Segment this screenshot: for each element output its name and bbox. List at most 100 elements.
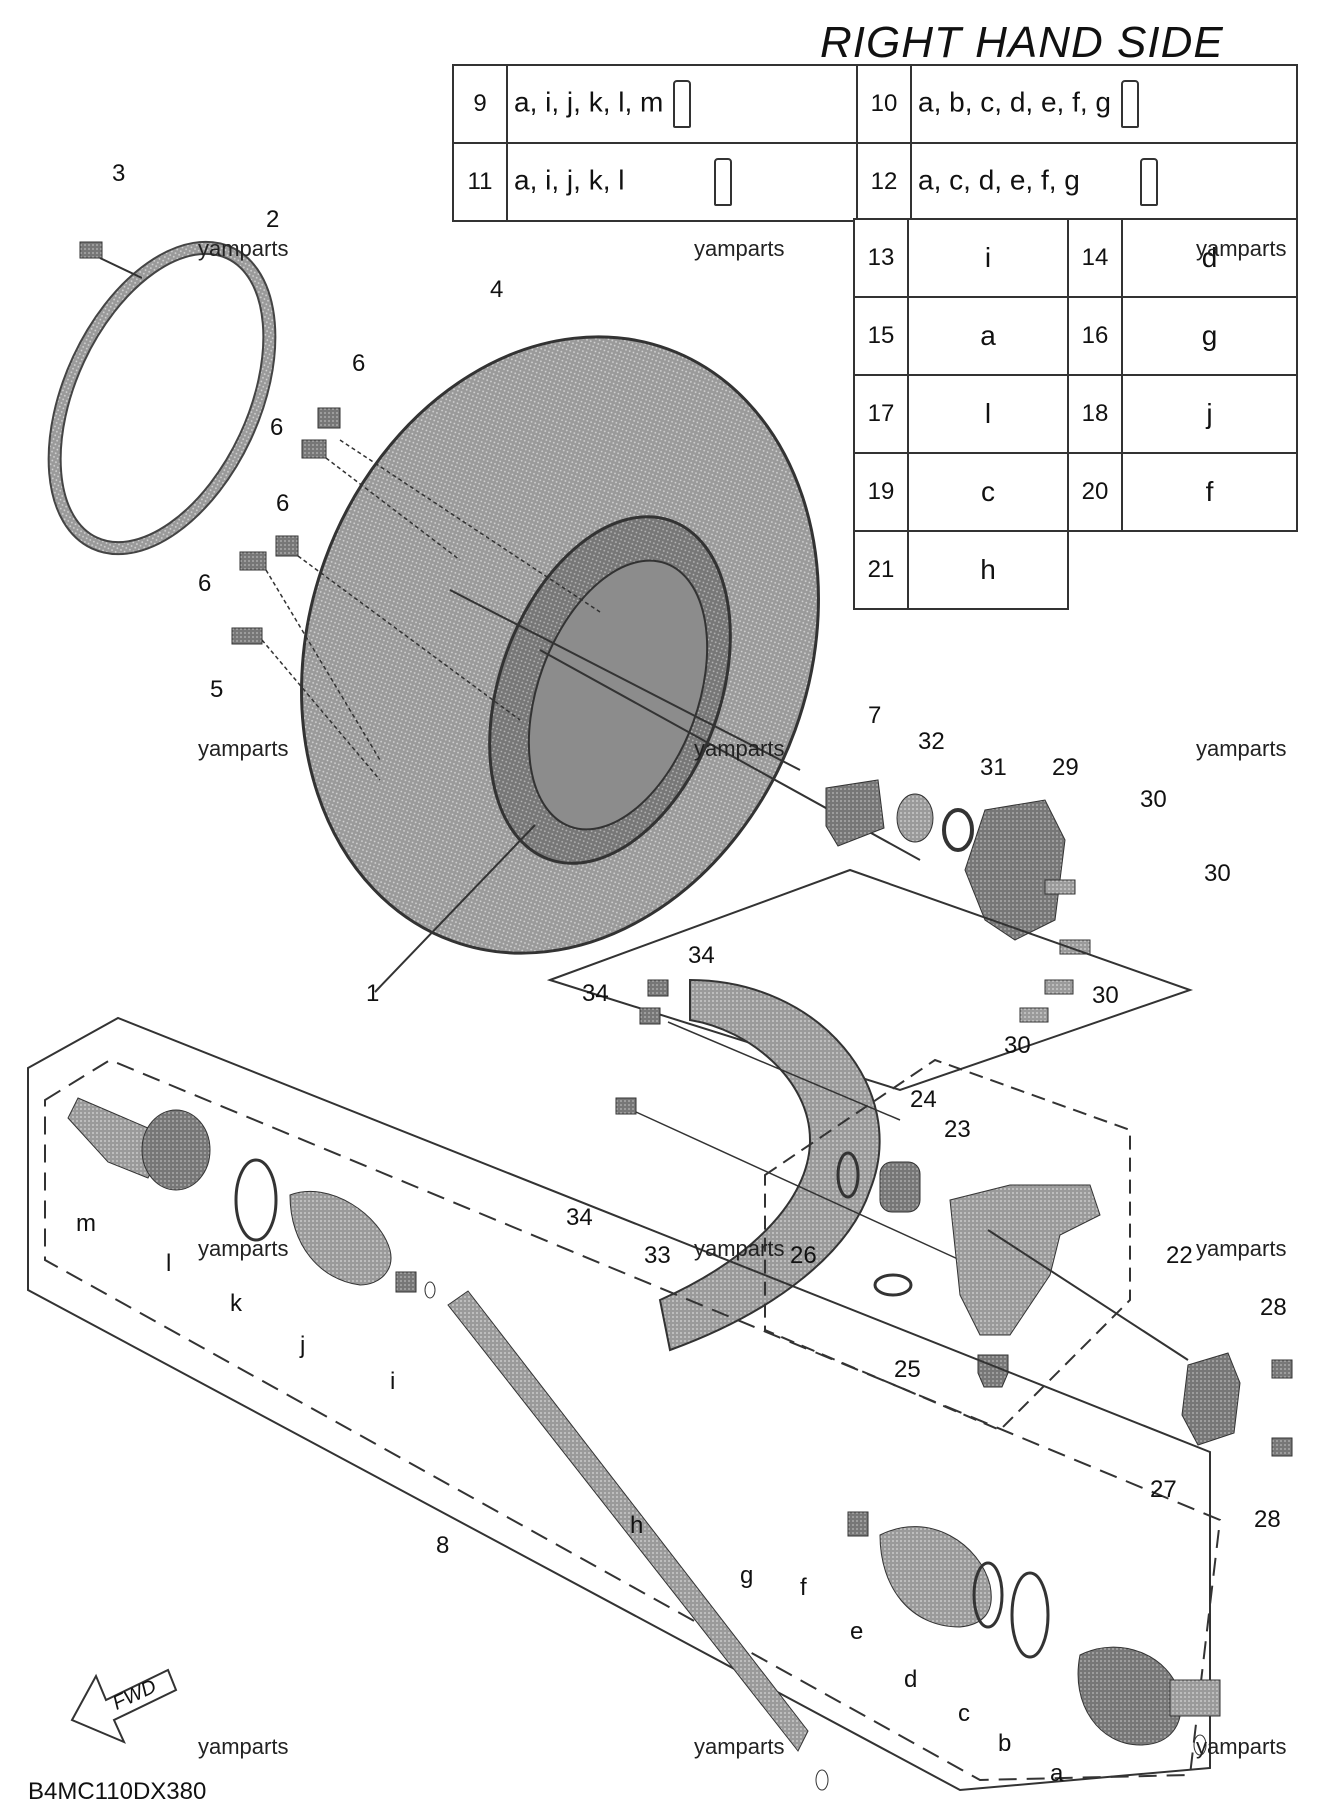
fwd-arrow-icon — [70, 1668, 178, 1744]
legend-num: 10 — [856, 64, 912, 144]
legend-num: 17 — [853, 374, 909, 454]
callout-m: m — [76, 1210, 96, 1237]
watermark-text: yamparts — [1196, 1236, 1287, 1261]
legend-row: 11 a, i, j, k, l 12 a, c, d, e, f, g — [452, 142, 1298, 222]
legend-letters: a, i, j, k, l — [514, 164, 625, 196]
callout-f: f — [800, 1574, 807, 1601]
trim-ring-part — [47, 240, 277, 556]
callout-22: 22 — [1166, 1242, 1193, 1269]
page-title: RIGHT HAND SIDE — [820, 18, 1224, 67]
legend-num: 11 — [452, 142, 508, 222]
diagram-code: B4MC110DX380 — [28, 1778, 207, 1805]
callout-b: b — [998, 1730, 1012, 1757]
legend-num: 18 — [1067, 374, 1123, 454]
callout-d: d — [904, 1666, 918, 1693]
callout-25: 25 — [894, 1356, 921, 1383]
driveshaft-dashed-box — [44, 1058, 1222, 1782]
callout-27: 27 — [1150, 1476, 1177, 1503]
callout-3: 3 — [112, 160, 126, 187]
callout-33: 33 — [644, 1242, 671, 1269]
legend-num: 12 — [856, 142, 912, 222]
callout-8: 8 — [436, 1532, 450, 1559]
callout-h: h — [630, 1512, 644, 1539]
callout-k: k — [230, 1290, 242, 1317]
callout-30: 30 — [1092, 982, 1119, 1009]
sealant-tube-icon — [1139, 158, 1158, 206]
hub-27-part — [987, 1229, 1293, 1457]
leader-1 — [374, 824, 536, 993]
callout-g: g — [740, 1562, 754, 1589]
legend-letters: a, b, c, d, e, f, g — [918, 86, 1111, 118]
caliper-part — [964, 799, 1091, 1023]
watermark-text: yamparts — [694, 1734, 785, 1759]
callout-6: 6 — [276, 490, 290, 517]
legend-num: 9 — [452, 64, 508, 144]
sealant-tube-icon — [1121, 80, 1139, 128]
callout-6: 6 — [198, 570, 212, 597]
callout-28: 28 — [1254, 1506, 1281, 1533]
callout-28: 28 — [1260, 1294, 1287, 1321]
callout-23: 23 — [944, 1116, 971, 1143]
watermark-text: yamparts — [1196, 736, 1287, 761]
legend-num: 14 — [1067, 218, 1123, 298]
legend-letter: h — [907, 530, 1069, 610]
legend-letters: a, c, d, e, f, g — [918, 164, 1080, 196]
tire-part — [300, 335, 820, 955]
bolt-3-part — [79, 241, 143, 279]
legend-letter: i — [907, 218, 1069, 298]
axis-line-2 — [449, 589, 801, 771]
watermark-text: yamparts — [694, 1236, 785, 1261]
legend-letter: f — [1121, 452, 1298, 532]
sealant-tube-icon — [673, 80, 692, 128]
legend-letter: g — [1121, 296, 1298, 376]
callout-i: i — [390, 1368, 396, 1395]
legend-num: 13 — [853, 218, 909, 298]
watermark-text: yamparts — [1196, 236, 1287, 261]
callout-l: l — [166, 1250, 172, 1277]
legend-num: 20 — [1067, 452, 1123, 532]
callout-5: 5 — [210, 676, 224, 703]
callout-30: 30 — [1204, 860, 1231, 887]
legend-num: 15 — [853, 296, 909, 376]
sealant-tube-icon — [714, 158, 733, 206]
legend-letters: a, i, j, k, l, m — [514, 86, 664, 118]
legend-letter: d — [1121, 218, 1298, 298]
watermark-text: yamparts — [1196, 1734, 1287, 1759]
watermark-text: yamparts — [198, 236, 289, 261]
callout-7: 7 — [868, 702, 882, 729]
sealant-legend-table: 9 a, i, j, k, l, m 10 a, b, c, d, e, f, … — [452, 64, 1298, 222]
driveshaft-outer-box — [27, 1016, 1211, 1792]
callout-c: c — [958, 1700, 970, 1727]
watermark-text: yamparts — [198, 1734, 289, 1759]
callout-29: 29 — [1052, 754, 1079, 781]
callout-30: 30 — [1004, 1032, 1031, 1059]
cross-reference-table: 13 i 14 d 15 a 16 g 17 l 18 j 19 c 20 f … — [853, 218, 1298, 610]
legend-num: 19 — [853, 452, 909, 532]
callout-26: 26 — [790, 1242, 817, 1269]
callout-34: 34 — [566, 1204, 593, 1231]
legend-letter: c — [907, 452, 1069, 532]
brake-disc-part — [615, 978, 961, 1352]
callout-30: 30 — [1140, 786, 1167, 813]
callout-34: 34 — [688, 942, 715, 969]
legend-num: 16 — [1067, 296, 1123, 376]
callout-j: j — [300, 1332, 306, 1359]
wheel-nuts-part — [231, 407, 601, 781]
legend-letter: a — [907, 296, 1069, 376]
callout-32: 32 — [918, 728, 945, 755]
callout-4: 4 — [490, 276, 504, 303]
legend-row: 9 a, i, j, k, l, m 10 a, b, c, d, e, f, … — [452, 64, 1298, 144]
watermark-text: yamparts — [694, 236, 785, 261]
callout-24: 24 — [910, 1086, 937, 1113]
callout-6: 6 — [270, 414, 284, 441]
legend-letter: l — [907, 374, 1069, 454]
callout-31: 31 — [980, 754, 1007, 781]
knuckle-group-box — [764, 1058, 1131, 1432]
callout-a: a — [1050, 1760, 1064, 1787]
callout-e: e — [850, 1618, 864, 1645]
knuckle-parts — [836, 1151, 1101, 1388]
legend-num: 21 — [853, 530, 909, 610]
watermark-text: yamparts — [198, 1236, 289, 1261]
